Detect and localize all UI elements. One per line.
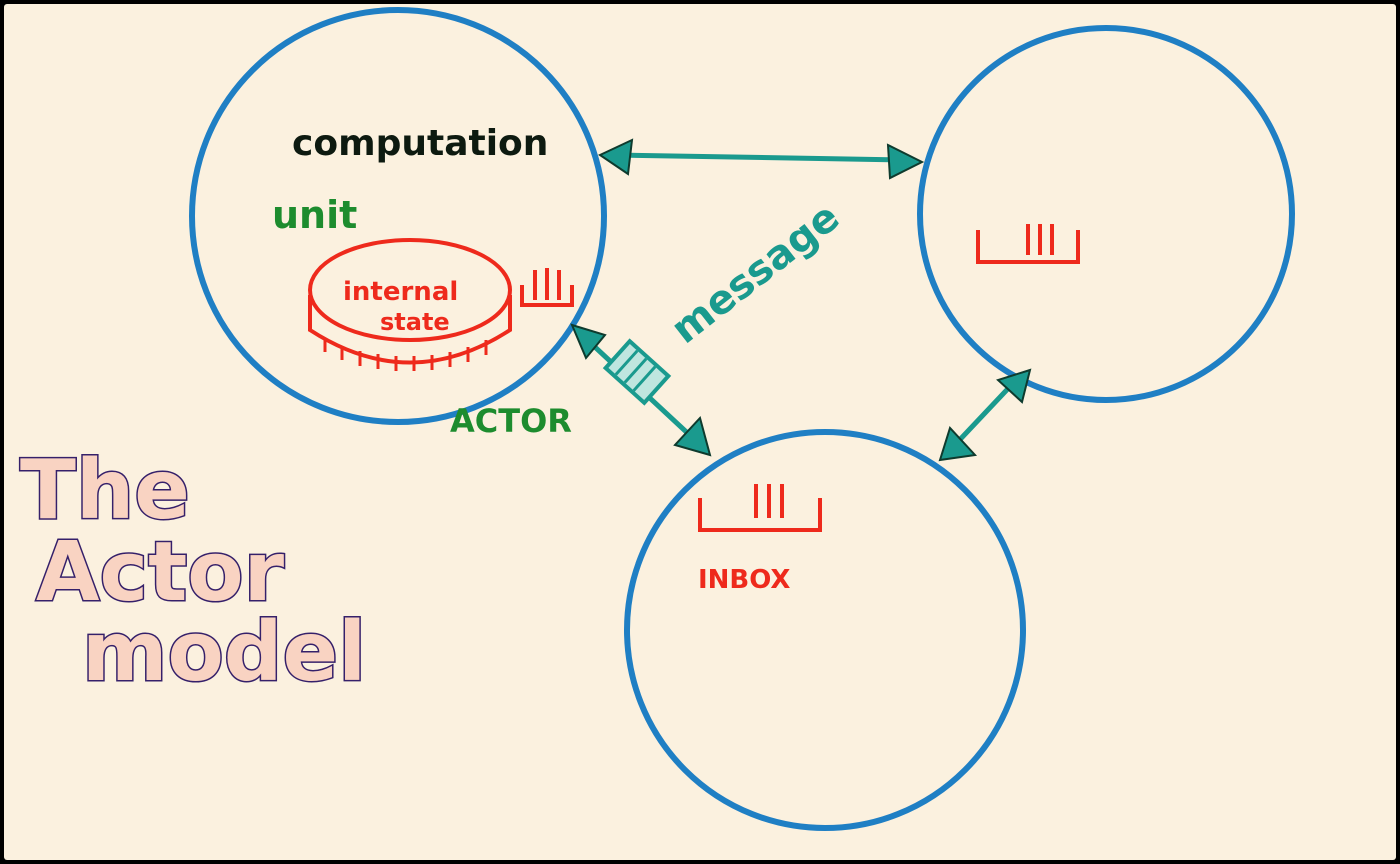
arrowhead [886, 143, 925, 180]
internal-state-label-line2: state [380, 308, 450, 336]
arrowhead [597, 138, 634, 176]
arrowhead [996, 368, 1032, 404]
computation-label: computation [292, 123, 548, 164]
arrow-left-right [612, 152, 908, 163]
title-line-2: Actor [36, 525, 285, 620]
inbox-tray-icon [976, 224, 1080, 264]
actor-label: ACTOR [450, 402, 572, 440]
inbox-label: INBOX [698, 565, 790, 595]
internal-state-label-line1: internal [343, 277, 458, 307]
title-line-3: model [82, 605, 366, 700]
mailbox-icon [520, 268, 574, 307]
arrowhead [938, 426, 978, 462]
envelope-icon [602, 338, 672, 406]
actor-circle-right [917, 25, 1295, 403]
actor-circle-bottom [624, 429, 1026, 831]
internal-state-cylinder [308, 238, 512, 371]
arrowhead [570, 323, 607, 360]
arrowhead [673, 415, 712, 457]
actor-circle-left [189, 7, 607, 425]
inbox-tray-icon [698, 484, 822, 532]
arrow-bottom-right [949, 375, 1021, 451]
title-line-1: The [20, 443, 190, 538]
unit-label: unit [272, 193, 357, 237]
